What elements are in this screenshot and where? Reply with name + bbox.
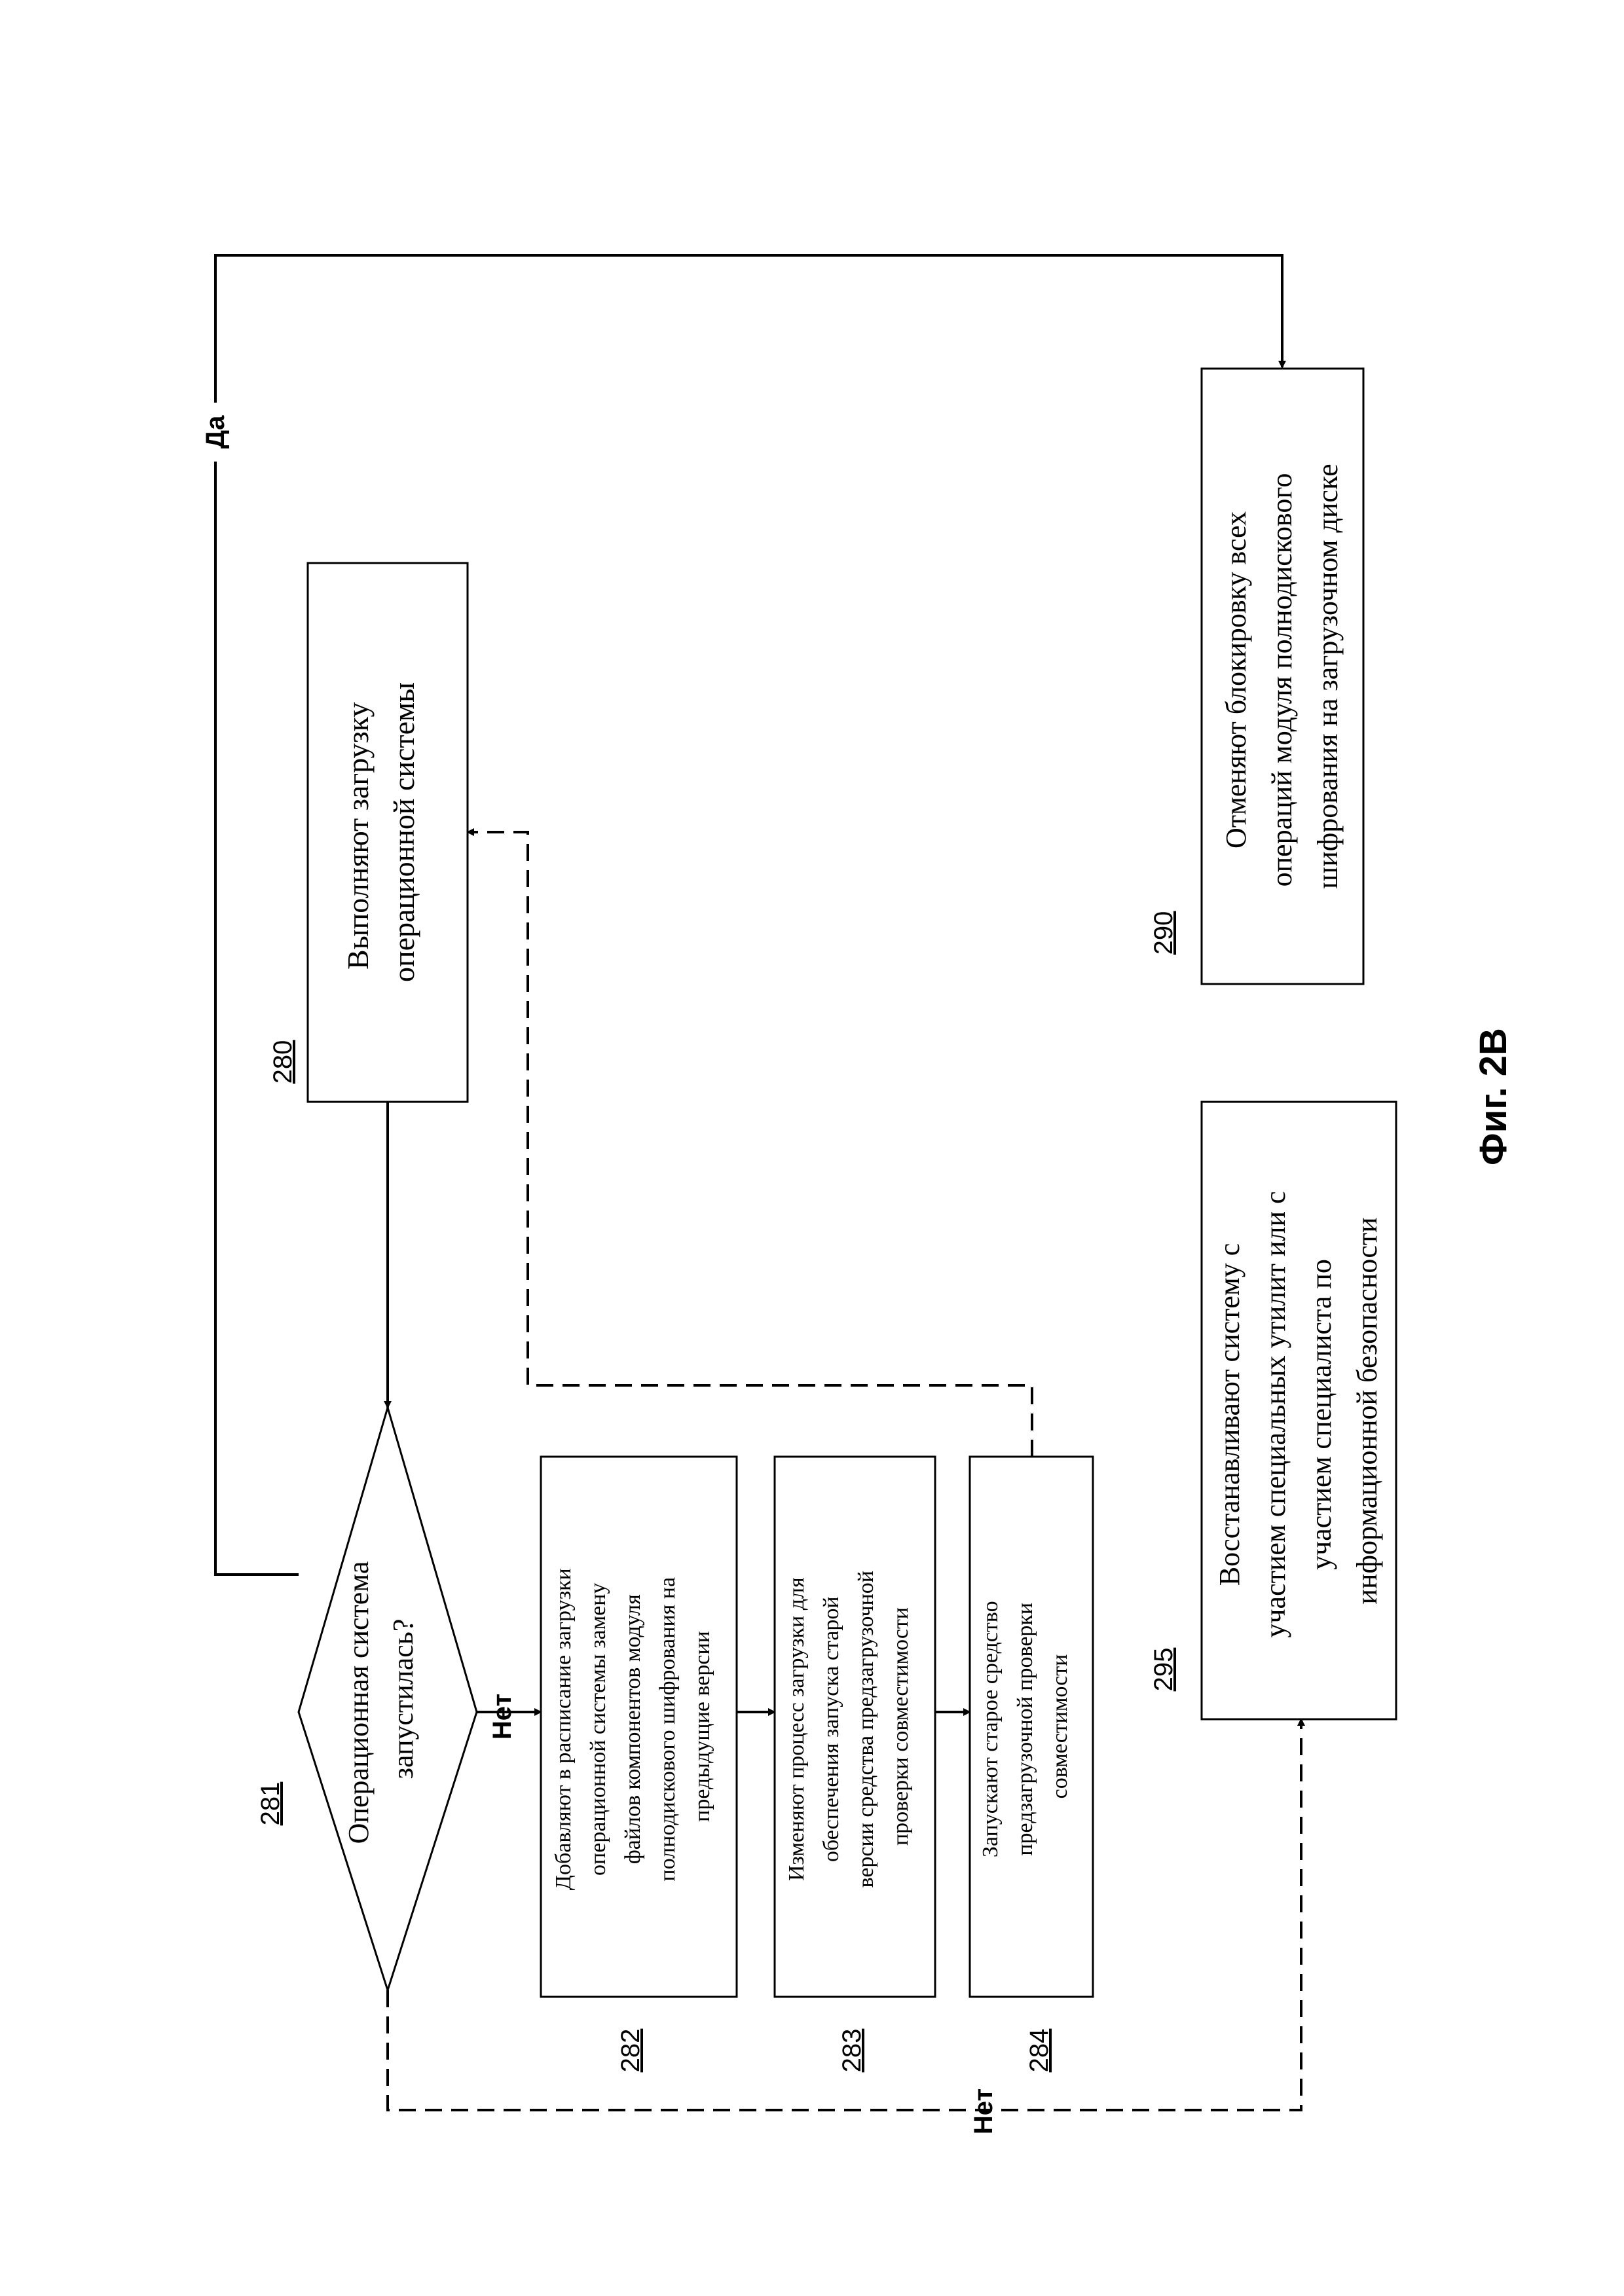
node-282-line-5: предыдущие версии — [690, 1631, 714, 1822]
node-280-line-1: Выполняют загрузку — [341, 702, 375, 970]
edge-label-yes: Да — [201, 415, 230, 448]
node-283-line-4: проверки совместимости — [889, 1607, 913, 1846]
node-282-line-4: полнодискового шифрования на — [655, 1577, 680, 1882]
node-295-line-4: информационной безопасности — [1351, 1217, 1383, 1604]
node-282-line-3: файлов компонентов модуля — [621, 1594, 645, 1864]
process-box-295: Восстанавливают систему с участием специ… — [1149, 1102, 1396, 1719]
process-box-283: Изменяют процесс загрузки для обеспечени… — [775, 1457, 935, 2072]
ref-label-290: 290 — [1149, 911, 1178, 955]
node-283-line-1: Изменяют процесс загрузки для — [784, 1577, 809, 1881]
process-box-284: Запускают старое средство предзагрузочно… — [970, 1457, 1093, 2072]
ref-label-284: 284 — [1025, 2029, 1054, 2073]
decision-diamond-281: Операционная система запустилась? 281 — [256, 1408, 477, 1990]
node-283-line-3: версии средства предзагрузочной — [854, 1571, 878, 1888]
edge-284-to-280 — [468, 832, 1032, 1457]
node-295-line-2: участием специальных утилит или с — [1259, 1191, 1291, 1637]
figure-caption: Фиг. 2В — [1472, 1028, 1515, 1165]
node-284-line-3: совместимости — [1048, 1654, 1072, 1799]
node-295-line-3: участием специалиста по — [1305, 1259, 1337, 1570]
node-282-line-1: Добавляют в расписание загрузки — [551, 1568, 576, 1890]
node-282-line-2: операционной системы замену — [586, 1583, 610, 1876]
ref-label-283: 283 — [838, 2029, 866, 2073]
edge-label-no-bottom: Нет — [969, 2088, 998, 2134]
ref-label-282: 282 — [616, 2029, 645, 2073]
ref-label-295: 295 — [1149, 1648, 1178, 1692]
process-box-282: Добавляют в расписание загрузки операцио… — [541, 1457, 737, 2072]
ref-label-281: 281 — [256, 1782, 285, 1826]
node-284-line-1: Запускают старое средство — [978, 1601, 1003, 1857]
node-290-line-1: Отменяют блокировку всех — [1220, 511, 1252, 848]
node-283-line-2: обеспечения запуска старой — [819, 1596, 843, 1862]
node-281-line-1: Операционная система — [342, 1561, 375, 1844]
node-290-line-2: операций модуля полнодискового — [1266, 473, 1298, 887]
svg-text:Отменяют блокировку всех: Отменяют блокировку всех операций модуля… — [1220, 464, 1344, 888]
edge-label-no-right: Нет — [488, 1694, 517, 1740]
ref-label-280: 280 — [268, 1040, 297, 1084]
node-290-line-3: шифрования на загрузочном диске — [1312, 464, 1344, 888]
process-box-280: Выполняют загрузку операционной системы … — [268, 563, 468, 1102]
process-box-290: Отменяют блокировку всех операций модуля… — [1149, 369, 1363, 984]
node-280-line-2: операционной системы — [387, 682, 420, 982]
node-295-line-1: Восстанавливают систему с — [1213, 1243, 1246, 1586]
node-284-line-2: предзагрузочной проверки — [1013, 1603, 1037, 1856]
node-281-line-2: запустилась? — [387, 1619, 419, 1779]
